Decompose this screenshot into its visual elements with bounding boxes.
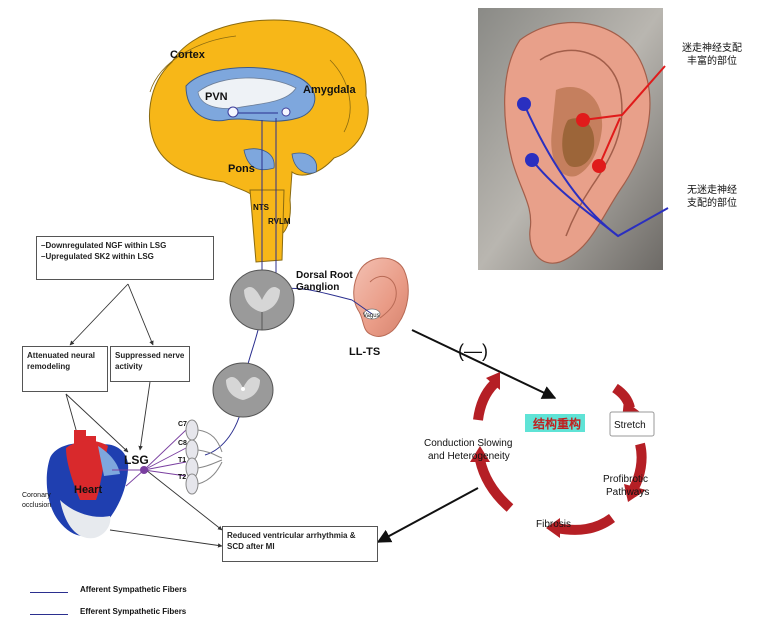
mechanism-box: –Downregulated NGF within LSG –Upregulat… <box>36 236 214 280</box>
brain-illustration <box>149 19 369 263</box>
spinal-roots <box>185 419 223 495</box>
sympathetic-chain <box>112 429 187 487</box>
heart-illustration <box>46 430 129 539</box>
label-pathways: Pathways <box>606 487 649 498</box>
label-cortex: Cortex <box>170 49 206 61</box>
stretch-box <box>609 411 655 437</box>
ear-none-line2: 支配的部位 <box>687 198 737 209</box>
legend-efferent-line <box>30 614 68 615</box>
label-inhibit: (—) <box>458 341 488 361</box>
label-occlusion: occlusion <box>22 502 51 509</box>
label-stretch: Stretch <box>614 420 646 431</box>
spinal-section-upper <box>229 269 295 331</box>
small-ear <box>351 257 409 337</box>
label-pons: Pons <box>228 163 255 175</box>
label-vagus: Vagus <box>363 313 380 319</box>
cycle-arrowheads <box>470 372 646 538</box>
label-lsg: LSG <box>124 453 149 467</box>
arrow-cycle-to-reduced <box>376 487 479 543</box>
ear-red-dot-2 <box>592 159 606 173</box>
label-heterogeneity: and Heterogeneity <box>428 451 510 462</box>
label-heart: Heart <box>74 484 102 496</box>
pons-region <box>243 148 275 171</box>
label-dorsal-root: Dorsal Root <box>296 270 353 281</box>
legend-afferent-line <box>30 592 68 593</box>
ear-blue-dot-2 <box>525 153 539 167</box>
box-connectors <box>65 283 223 548</box>
label-conduction: Conduction Slowing <box>424 438 512 449</box>
label-amygdala: Amygdala <box>303 84 356 96</box>
attenuated-remodeling-text: Attenuated neural remodeling <box>27 351 96 371</box>
remodel-badge <box>525 414 585 432</box>
corpus-callosum <box>197 77 297 109</box>
reduced-arrhythmia-text: Reduced ventricular arrhythmia & SCD aft… <box>227 531 356 551</box>
ear-rich-annotation: 迷走神经支配 丰富的部位 <box>669 42 755 68</box>
ear-vagus-none-markers <box>523 103 669 238</box>
legend-efferent-label: Efferent Sympathetic Fibers <box>80 607 187 616</box>
legend-afferent-label: Afferent Sympathetic Fibers <box>80 585 187 594</box>
ear-rich-line2: 丰富的部位 <box>687 56 737 67</box>
ear-none-line1: 无迷走神经 <box>687 185 737 196</box>
label-fibrosis: Fibrosis <box>536 519 571 530</box>
label-nts: NTS <box>253 203 270 212</box>
spinal-section-lower <box>212 362 274 418</box>
ear-red-dot-1 <box>576 113 590 127</box>
ear-none-annotation: 无迷走神经 支配的部位 <box>672 184 752 210</box>
label-t1: T1 <box>178 457 186 464</box>
ear-blue-dot-1 <box>517 97 531 111</box>
label-c8: C8 <box>178 440 187 447</box>
ear-photo <box>478 8 663 270</box>
arrow-ear-to-cycle <box>411 329 557 399</box>
label-c7: C7 <box>178 421 187 428</box>
label-t2: T2 <box>178 474 186 481</box>
label-pvn: PVN <box>205 91 228 103</box>
suppressed-activity-box: Suppressed nerve activity <box>110 346 190 382</box>
attenuated-remodeling-box: Attenuated neural remodeling <box>22 346 108 392</box>
ear-vagus-rich-markers <box>582 65 666 167</box>
label-profibrotic: Profibrotic <box>603 474 648 485</box>
label-remodel: 结构重构 <box>533 416 581 431</box>
label-coronary: Coronary <box>22 492 51 499</box>
mechanism-line-ngf: –Downregulated NGF within LSG <box>41 241 167 250</box>
ear-rich-line1: 迷走神经支配 <box>682 43 742 54</box>
label-ganglion: Ganglion <box>296 282 339 293</box>
reduced-arrhythmia-box: Reduced ventricular arrhythmia & SCD aft… <box>222 526 378 562</box>
label-rvlm: RVLM <box>268 217 291 226</box>
brainstem <box>249 189 285 263</box>
mechanism-line-sk2: –Upregulated SK2 within LSG <box>41 252 154 261</box>
suppressed-activity-text: Suppressed nerve activity <box>115 351 185 371</box>
label-llts: LL-TS <box>349 346 380 358</box>
